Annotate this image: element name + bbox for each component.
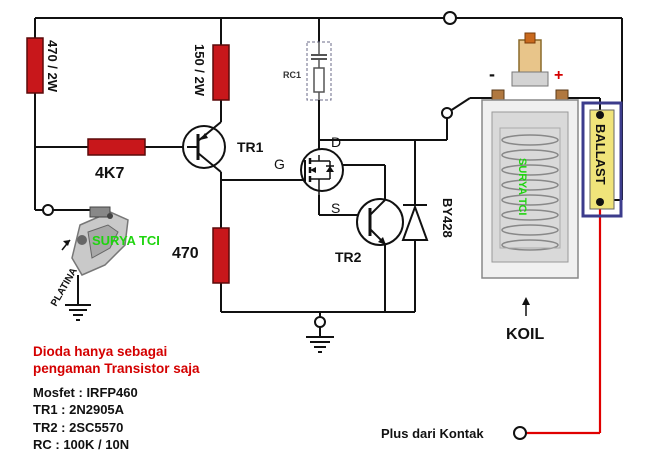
resistor-470-2w [26, 37, 44, 94]
label-r-4k7: 4K7 [95, 165, 124, 182]
label-gate: G [274, 156, 285, 172]
note-line-2: pengaman Transistor saja [33, 361, 200, 376]
watermark-coil: SURYA TCI [516, 158, 528, 215]
contact-breaker-icon [61, 206, 129, 290]
junction-coil [441, 107, 453, 119]
parts-list: Mosfet : IRFP460 TR1 : 2N2905A TR2 : 2SC… [33, 385, 138, 452]
label-tr1: TR1 [237, 139, 264, 155]
part-tr2: TR2 : 2SC5570 [33, 420, 123, 435]
junction-top-terminal [443, 11, 457, 25]
diode-icon [401, 204, 429, 241]
capacitor-icon [306, 41, 332, 101]
label-supply: Plus dari Kontak [381, 426, 484, 441]
label-platina: PLATINA [49, 266, 80, 308]
resistor-470 [212, 227, 230, 284]
part-rc: RC : 100K / 10N [33, 437, 129, 452]
pnp-transistor-icon [182, 121, 226, 173]
junction-platina [42, 204, 54, 216]
wiring [34, 17, 623, 330]
part-tr1: TR1 : 2N2905A [33, 402, 125, 417]
mosfet-icon [300, 148, 344, 195]
label-r-470: 470 [172, 245, 199, 262]
part-mosfet: Mosfet : IRFP460 [33, 385, 138, 400]
label-minus: - [489, 64, 495, 84]
label-r-470-2w: 470 / 2W [45, 40, 60, 93]
resistor-4k7 [87, 138, 146, 156]
ballast-resistor-icon [581, 101, 623, 218]
label-source: S [331, 200, 340, 216]
junctions [42, 11, 527, 440]
label-drain: D [331, 134, 341, 150]
watermark-platina: SURYA TCI [92, 233, 160, 248]
label-diode: BY428 [440, 198, 455, 238]
npn-transistor-icon [356, 192, 404, 250]
supply-wire [525, 205, 602, 435]
label-rc1: RC1 [283, 70, 301, 80]
coil-windings [501, 134, 559, 251]
supply-terminal [513, 426, 527, 440]
note-text: Dioda hanya sebagai pengaman Transistor … [33, 344, 200, 376]
note-line-1: Dioda hanya sebagai [33, 344, 167, 359]
ground-icon-platina [65, 290, 91, 321]
label-plus: + [554, 67, 563, 84]
label-r-150-2w: 150 / 2W [192, 44, 207, 97]
label-tr2: TR2 [335, 249, 362, 265]
resistor-150-2w [212, 44, 230, 101]
ignition-coil-icon [481, 32, 579, 316]
label-ballast: BALLAST [593, 124, 608, 185]
junction-ground [314, 316, 326, 328]
ground-icon [306, 330, 334, 353]
label-coil: KOIL [506, 326, 544, 343]
